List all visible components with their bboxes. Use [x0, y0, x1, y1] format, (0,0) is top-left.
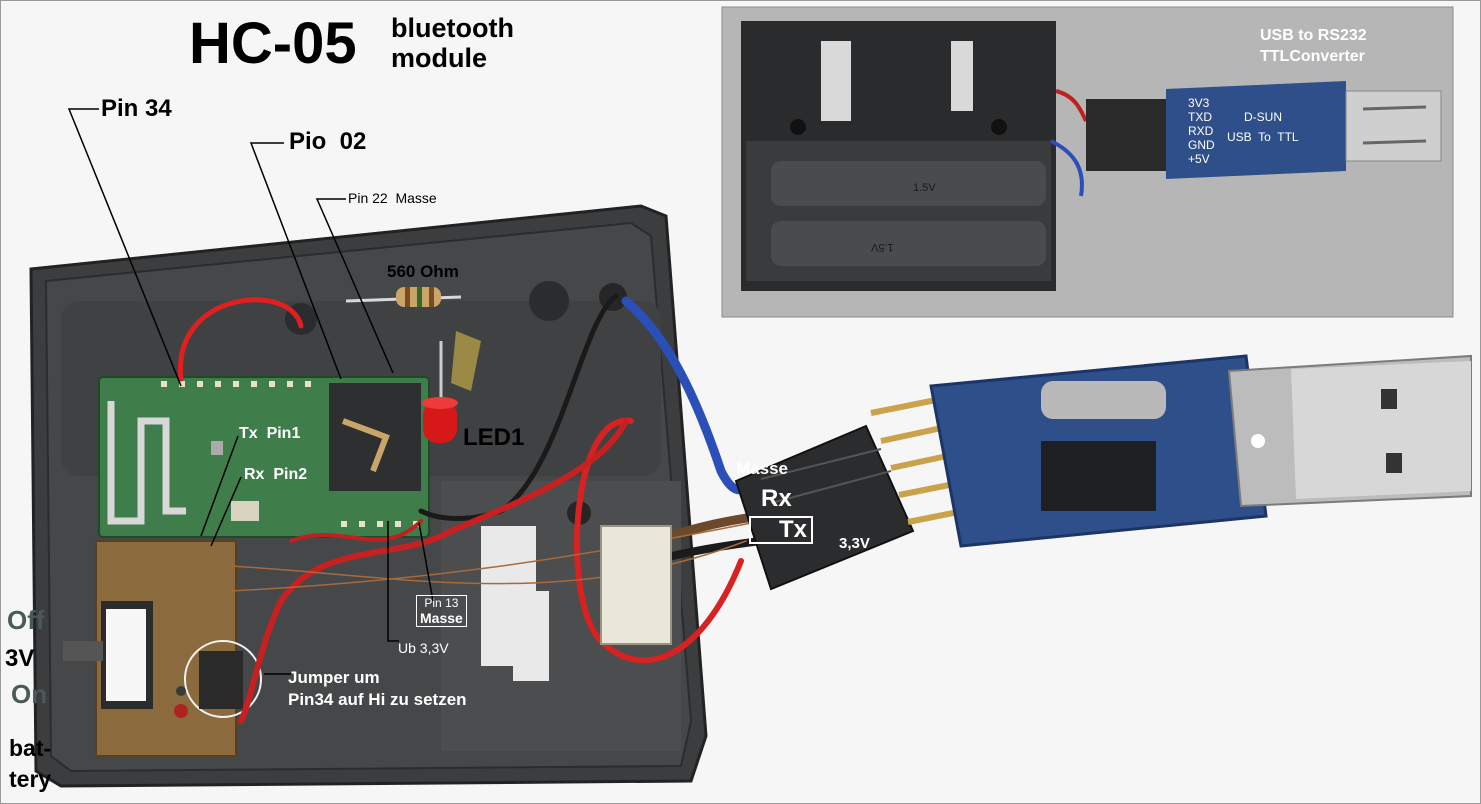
label-pin13-line2: Masse [420, 610, 463, 626]
inset-pin-txd: TXD [1188, 110, 1212, 124]
label-on: On [11, 679, 48, 709]
inset-board-text: USB To TTL [1227, 130, 1299, 144]
label-tx: Tx [749, 516, 813, 544]
label-3v: 3V [5, 645, 35, 672]
label-pin13-line1: Pin 13 [424, 596, 459, 610]
label-masse: Masse [736, 459, 788, 478]
inset-pin-3v3: 3V3 [1188, 96, 1210, 110]
hc05-board [98, 376, 430, 538]
title-hc05: HC-05 [189, 11, 357, 76]
inset-battery-marking-bottom: 1.5V [871, 241, 894, 253]
title-sub-line1: bluetooth [391, 13, 514, 43]
label-pin22: Pin 22 Masse [348, 190, 437, 206]
label-resistor: 560 Ohm [387, 262, 459, 281]
label-battery-line2: tery [9, 766, 52, 792]
label-jumper-line1: Jumper um [288, 668, 380, 687]
label-rx-pin2: Rx Pin2 [244, 466, 308, 483]
label-rx: Rx [761, 485, 792, 512]
label-jumper-line2: Pin34 auf Hi zu setzen [288, 690, 467, 709]
inset-battery-marking-top: 1.5V [913, 182, 936, 194]
inset-title-line2: TTLConverter [1260, 48, 1365, 65]
pin-header-white [600, 525, 672, 645]
inset-pin-rxd: RXD [1188, 124, 1214, 138]
label-3v3: 3,3V [839, 535, 870, 552]
title-sub-line2: module [391, 43, 488, 73]
usb-ttl-converter [734, 354, 1472, 591]
label-tx-pin1: Tx Pin1 [239, 425, 301, 442]
label-pin34: Pin 34 [101, 95, 172, 122]
label-led1: LED1 [463, 424, 525, 451]
inset-brand: D-SUN [1244, 110, 1282, 124]
leader-lines [67, 108, 434, 675]
inset-photo [721, 6, 1454, 318]
label-pin13: Pin 13 Masse [416, 595, 467, 627]
inset-pin-gnd: GND [1188, 138, 1215, 152]
label-pio02: Pio 02 [289, 128, 367, 155]
inset-pin-5v: +5V [1188, 152, 1210, 166]
inset-title-line1: USB to RS232 [1260, 27, 1367, 44]
label-battery-line1: bat- [9, 735, 52, 761]
resistor-and-led [345, 287, 481, 443]
label-off: Off [7, 605, 45, 635]
switch-board [63, 540, 262, 757]
label-ub: Ub 3,3V [398, 640, 449, 656]
